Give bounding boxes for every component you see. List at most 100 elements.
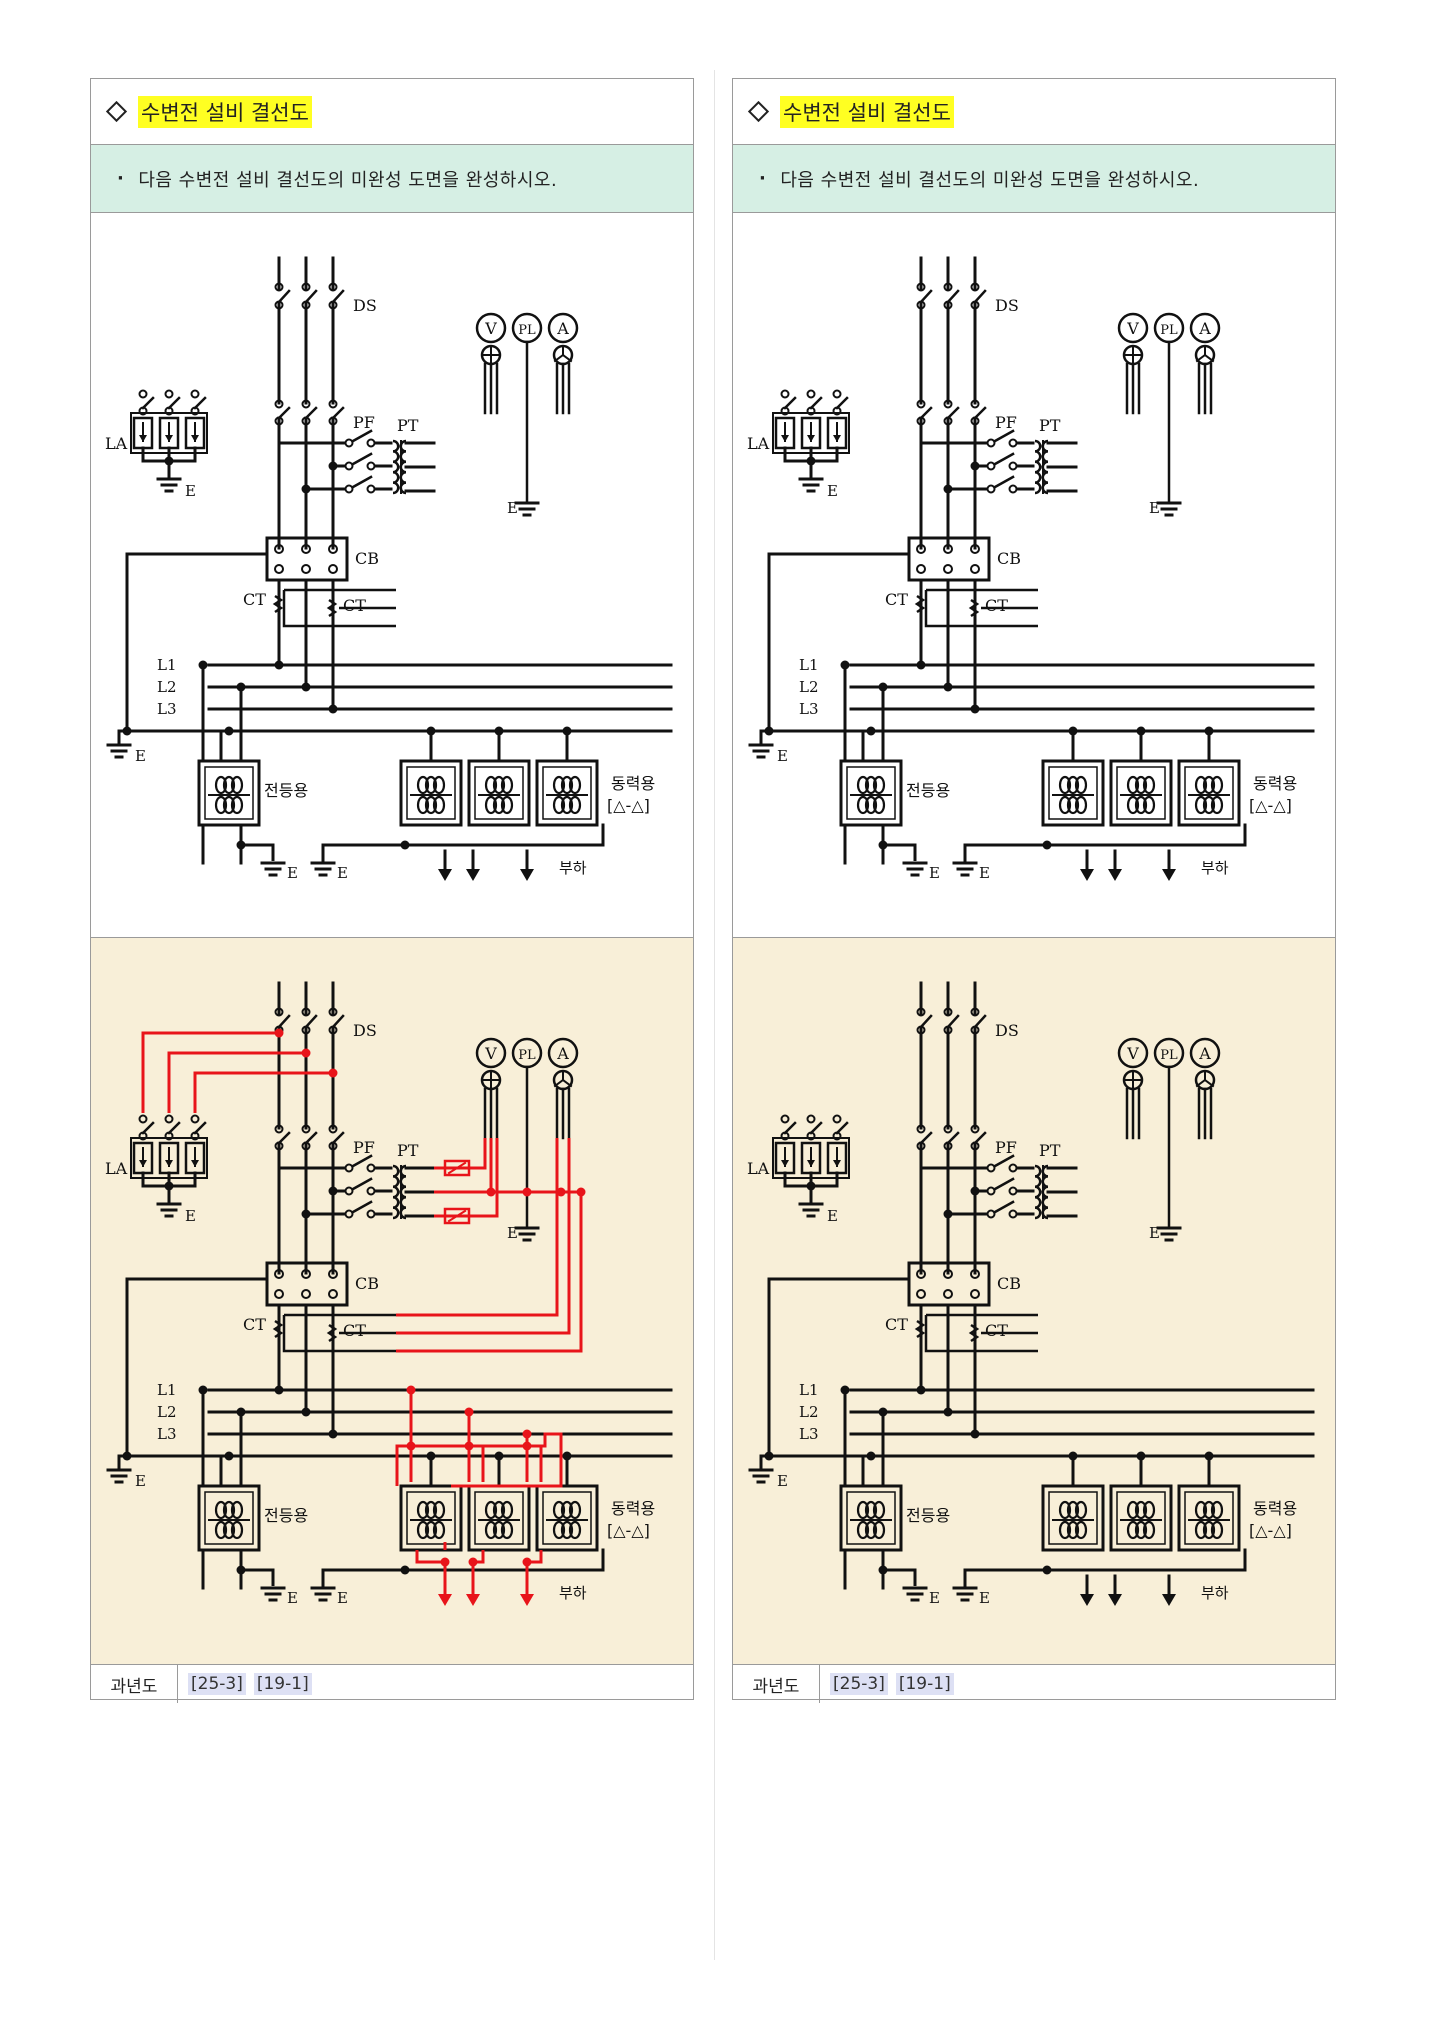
meter-label: V <box>1126 319 1139 338</box>
power-transformer-coil <box>1202 795 1216 815</box>
la-switch-contact-top <box>164 389 174 399</box>
cb-contact <box>943 1269 953 1279</box>
answer-delta <box>411 1444 485 1482</box>
answer-secondary <box>471 1550 485 1582</box>
card-title-row: 수변전 설비 결선도 <box>733 79 1335 145</box>
ground-label: E <box>337 864 348 882</box>
la-switch-blade <box>141 396 155 410</box>
lighting-transformer-coil <box>222 1500 236 1520</box>
power-transformer-coil <box>424 1520 438 1540</box>
lighting-transformer-coil <box>214 1520 228 1540</box>
la-switch-contact-top <box>780 1114 790 1124</box>
load-arrow-head <box>1108 1594 1122 1606</box>
la-switch-blade <box>809 1121 823 1135</box>
ds-switch-contact-top <box>943 1007 953 1017</box>
power-transformer-coil <box>1210 775 1224 795</box>
cb-contact <box>943 544 953 554</box>
power-transformer-coil <box>432 1520 446 1540</box>
power-transformer-coil <box>492 1500 506 1520</box>
ammeter-switch-bar <box>1203 1078 1215 1088</box>
power-transformer-coil <box>424 795 438 815</box>
exam-tag[interactable]: [25-3] <box>830 1673 888 1695</box>
pf-switch-blade <box>919 1131 933 1145</box>
pt-tap-dot <box>301 484 311 494</box>
ds-switch-blade <box>304 289 318 304</box>
ct-sec-wire <box>282 590 396 628</box>
ground-label: E <box>1149 499 1160 517</box>
instruction-text: 다음 수변전 설비 결선도의 미완성 도면을 완성하시오. <box>780 169 1200 191</box>
ground-label: E <box>185 1207 196 1225</box>
power-transformer-coil <box>432 795 446 815</box>
power-transformer-inner <box>1048 766 1098 820</box>
pt-tap-dot <box>943 484 953 494</box>
answer-fuse <box>443 1159 471 1177</box>
l1-label: L1 <box>799 1381 819 1399</box>
lighting-transformer-coil <box>872 795 886 815</box>
pt-primary-coil <box>1034 439 1042 495</box>
pt-label: PT <box>1039 416 1061 435</box>
power-transformer-coil <box>1194 1520 1208 1540</box>
power-transformer-coil <box>1058 1500 1072 1520</box>
pf-switch-contact-top <box>916 1124 926 1134</box>
power-transformer-coil <box>560 1500 574 1520</box>
ct-coil-right <box>968 1323 980 1343</box>
la-label: LA <box>747 1159 770 1178</box>
lighting-label: 전등용 <box>906 781 950 800</box>
l2-label: L2 <box>799 678 819 696</box>
power-transformer-coil <box>568 1520 582 1540</box>
ct-coil-left <box>914 594 926 614</box>
power-transformer-coil <box>1066 1500 1080 1520</box>
load-arrow-head <box>1080 1594 1094 1606</box>
answer-pt-wire <box>434 1138 487 1170</box>
footer-row: 과년도 [25-3] [19-1] <box>733 1665 1335 1703</box>
lighting-transformer-inner <box>846 1491 896 1545</box>
ds-switch-contact-top <box>916 1007 926 1017</box>
pt-switch-contact <box>1008 438 1018 448</box>
meter-circle <box>475 312 507 344</box>
load-arrow-head <box>1162 869 1176 881</box>
answer-dot <box>328 1068 338 1078</box>
answer-la-wire <box>167 1051 306 1113</box>
power-transformer-coil <box>1134 775 1148 795</box>
neutral-dot <box>122 726 132 736</box>
pt-switch-contact <box>1008 484 1018 494</box>
power-transformer-coil <box>432 775 446 795</box>
power-transformer-inner <box>1184 766 1234 820</box>
junction-dot <box>1042 1565 1052 1575</box>
neutral-to-cb <box>767 1277 909 1456</box>
answer-dot <box>406 1385 416 1395</box>
exam-tag[interactable]: [25-3] <box>188 1673 246 1695</box>
ct-coil-left <box>272 594 284 614</box>
la-arrow-head <box>139 435 147 442</box>
ground-label: E <box>507 1224 518 1242</box>
power-transformer-coil <box>484 795 498 815</box>
la-switch-blade <box>167 1121 181 1135</box>
exam-tag[interactable]: [19-1] <box>895 1673 954 1695</box>
ct-label-left: CT <box>243 590 266 609</box>
ds-switch-blade <box>277 1014 291 1029</box>
answer-dot <box>301 1048 311 1058</box>
power-label: 동력용 <box>611 774 655 793</box>
lighting-transformer <box>197 1484 261 1552</box>
answer-dot <box>464 1407 474 1417</box>
pt-switch-blade <box>351 475 373 489</box>
junction-dot <box>236 1565 246 1575</box>
power-transformer-coil <box>1202 1520 1216 1540</box>
l1-label: L1 <box>799 656 819 674</box>
meter-label: A <box>556 1044 569 1063</box>
l3-label: L3 <box>157 700 177 718</box>
l1-label: L1 <box>157 1381 177 1399</box>
pt-tap-dot <box>970 1186 980 1196</box>
ds-switch-blade <box>973 289 987 304</box>
la-switch-contact-top <box>806 389 816 399</box>
cb-contact <box>916 1289 926 1299</box>
exam-tag[interactable]: [19-1] <box>253 1673 312 1695</box>
la-arrow-head <box>191 435 199 442</box>
cb-label: CB <box>355 1274 379 1293</box>
power-transformer-coil <box>1058 1520 1072 1540</box>
la-switch-contact-top <box>190 1114 200 1124</box>
meter-label: A <box>1198 1044 1211 1063</box>
